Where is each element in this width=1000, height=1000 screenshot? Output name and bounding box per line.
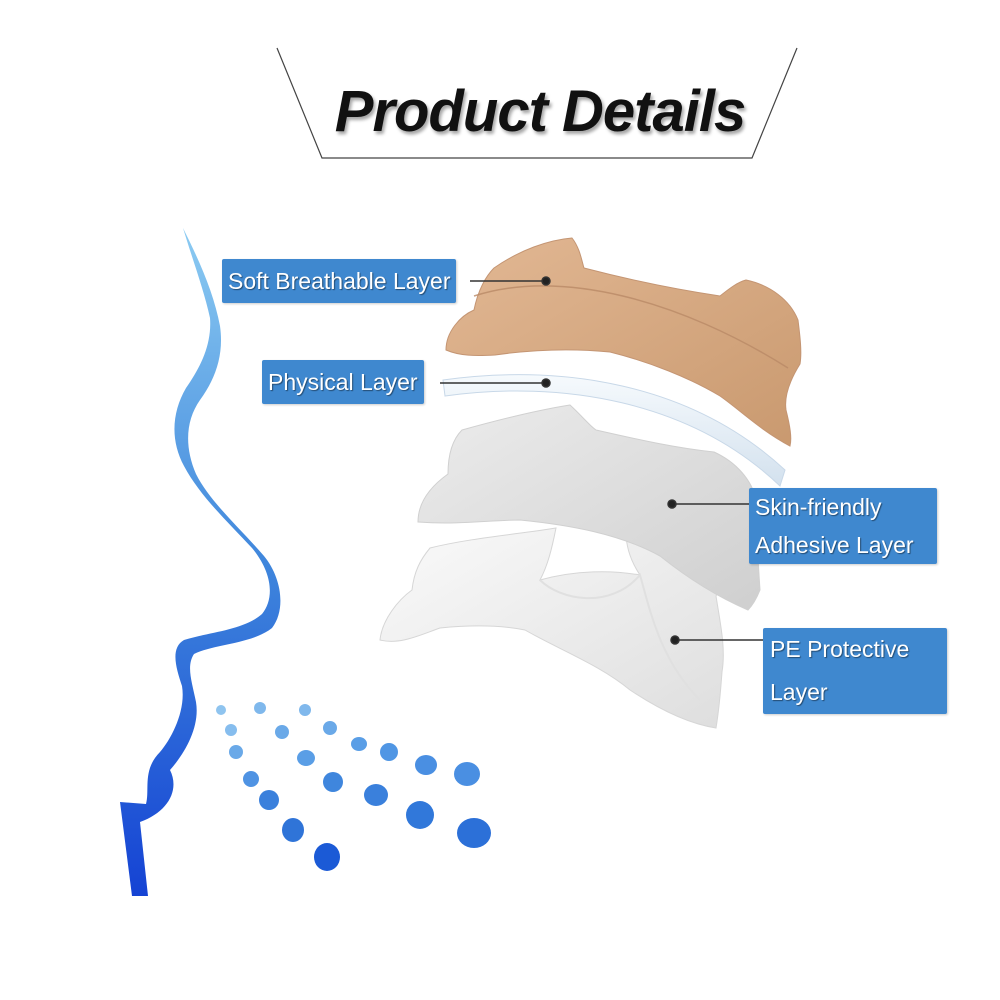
label-pe-protective-line1: PE Protective [770,636,910,662]
label-soft-breathable-text: Soft Breathable Layer [228,268,451,294]
soft-breathable-layer-shape [445,237,802,447]
label-skin-friendly-line1: Skin-friendly [755,494,882,520]
leader-lines [440,276,763,645]
label-physical-layer: Physical Layer [262,360,424,404]
label-pe-protective-layer: PE Protective Layer [763,628,947,714]
label-physical-text: Physical Layer [268,369,418,395]
label-soft-breathable-layer: Soft Breathable Layer [222,259,457,303]
face-profile-icon [120,228,281,896]
label-skin-friendly-line2: Adhesive Layer [755,532,914,558]
breath-dots-icon [216,702,491,871]
page-title: Product Details [334,79,746,144]
physical-layer-shape [442,374,786,487]
label-pe-protective-line2: Layer [770,679,828,705]
label-skin-friendly-adhesive-layer: Skin-friendly Adhesive Layer [749,488,937,564]
title-frame [276,47,798,159]
